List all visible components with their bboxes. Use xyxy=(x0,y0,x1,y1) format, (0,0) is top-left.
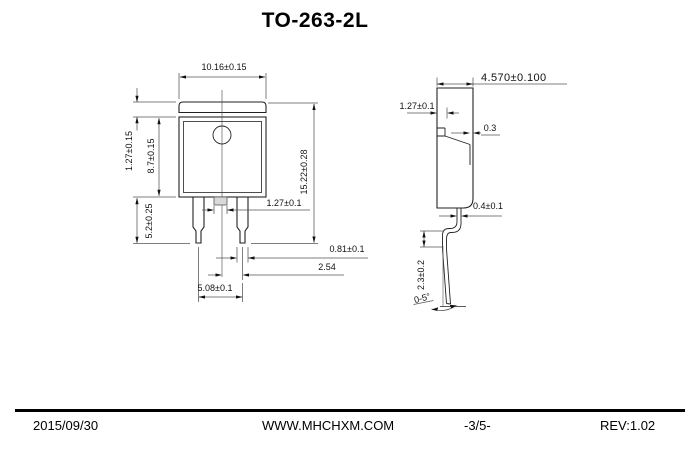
front-center-tab xyxy=(213,196,228,206)
footer-website: WWW.MHCHXM.COM xyxy=(262,418,395,433)
front-dim-body-width: 10.16±0.15 xyxy=(202,62,247,72)
side-dimension-lines xyxy=(407,83,567,305)
front-dim-lead-pitch: 2.54 xyxy=(318,262,336,272)
front-dim-lead-length: 5.2±0.25 xyxy=(144,204,154,239)
package-outline-drawing: 10.16±0.15 15.22±0.28 1.27±0.15 8.7±0.15… xyxy=(124,62,567,311)
side-dim-step: 0.3 xyxy=(484,123,497,133)
side-lead xyxy=(442,208,462,305)
front-view xyxy=(178,90,267,277)
side-view-dimensions xyxy=(407,77,567,311)
side-package-body xyxy=(436,87,474,209)
page-title: TO-263-2L xyxy=(261,9,369,32)
front-package-body xyxy=(178,116,267,198)
front-package-body-inner xyxy=(183,121,262,193)
footer-date: 2015/09/30 xyxy=(33,418,99,433)
front-extension-lines xyxy=(133,73,318,302)
front-view-dimensions xyxy=(133,73,368,302)
footer-page-number: -3/5- xyxy=(464,418,491,433)
side-view xyxy=(436,87,474,307)
side-dim-tab-offset: 1.27±0.1 xyxy=(400,101,435,111)
side-dim-lead-thickness: 0.4±0.1 xyxy=(473,201,503,211)
front-dim-lead-width: 0.81±0.1 xyxy=(330,244,365,254)
front-dim-center-tab-width: 1.27±0.1 xyxy=(267,198,302,208)
front-dimension-lines xyxy=(136,76,368,298)
front-dim-body-height: 8.7±0.15 xyxy=(146,139,156,174)
front-dim-tab-height: 1.27±0.15 xyxy=(124,131,134,171)
front-package-tab xyxy=(178,101,267,114)
side-arrowheads xyxy=(422,82,480,311)
front-dim-lead-span: 5.08±0.1 xyxy=(198,283,233,293)
side-package-notch xyxy=(437,127,471,165)
footer-revision: REV:1.02 xyxy=(600,418,656,433)
front-leads xyxy=(192,197,249,244)
front-dim-total-height: 15.22±0.28 xyxy=(299,150,309,195)
side-dim-standoff-height: 2.3±0.2 xyxy=(416,260,426,290)
footer-divider xyxy=(15,409,685,412)
side-dim-thickness: 4.570±0.100 xyxy=(481,72,547,84)
front-arrowheads xyxy=(135,75,316,299)
side-dim-foot-angle: 0-5° xyxy=(413,291,432,305)
